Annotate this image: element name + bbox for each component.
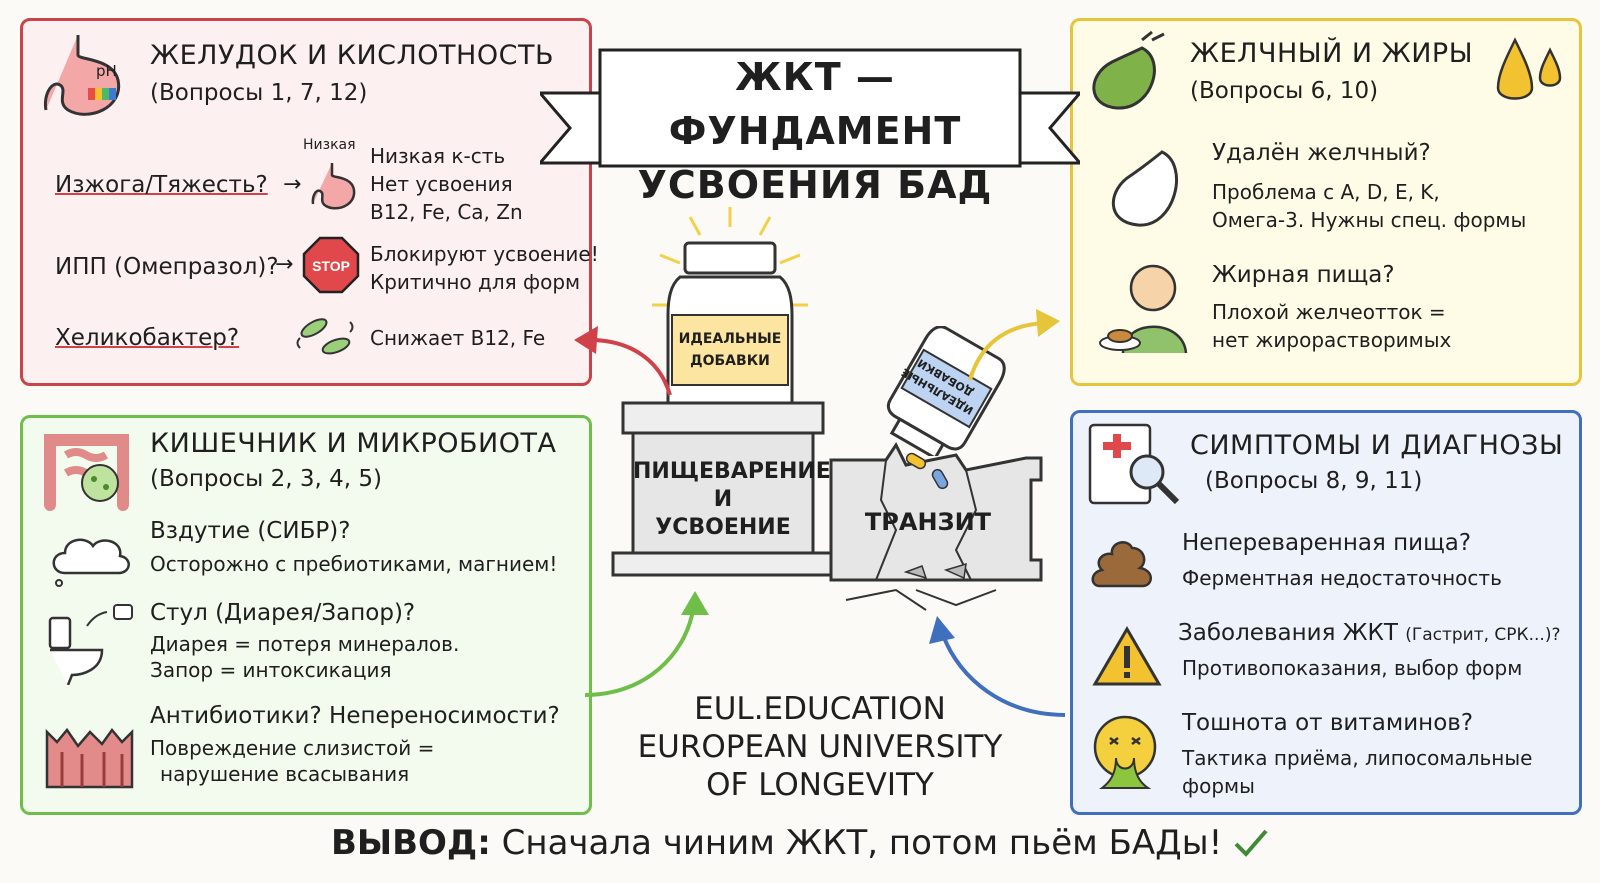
stomach-answer-2a: Блокируют усвоение! xyxy=(370,242,599,266)
gallbladder-answer-2a: Плохой желчеотток = xyxy=(1212,300,1446,324)
transit-label: ТРАНЗИТ xyxy=(864,508,992,536)
intestine-answer-3a: Повреждение слизистой = xyxy=(150,736,435,760)
stomach-answer-3: Снижает B12, Fe xyxy=(370,326,546,350)
warning-icon xyxy=(1092,626,1162,686)
intestine-subtitle: (Вопросы 2, 3, 4, 5) xyxy=(150,466,383,492)
arrow-to-stomach-icon xyxy=(574,326,672,396)
helicobacter-question: Хеликобактер? xyxy=(55,325,240,351)
gallbladder-answer-1b: Омега-3. Нужны спец. формы xyxy=(1212,208,1527,232)
toilet-icon xyxy=(48,604,133,685)
arrow-from-intestine-icon xyxy=(584,591,709,697)
fatty-food-question: Жирная пища? xyxy=(1212,262,1395,288)
conclusion: ВЫВОД: Сначала чиним ЖКТ, потом пьём БАД… xyxy=(0,823,1600,863)
eul-line-2: EUROPEAN UNIVERSITY xyxy=(637,729,1003,765)
ribbon-banner-icon xyxy=(540,48,1080,168)
banner-line-1: ЖКТ — ФУНДАМЕНТ xyxy=(668,55,962,153)
symptoms-answer-3a: Тактика приёма, липосомальные xyxy=(1182,746,1533,770)
conclusion-text: Сначала чиним ЖКТ, потом пьём БАДы! xyxy=(501,823,1223,863)
bacteria-icon xyxy=(296,318,354,355)
symptoms-answer-2: Противопоказания, выбор форм xyxy=(1182,656,1523,680)
banner-line-2: УСВОЕНИЯ БАД xyxy=(637,163,993,207)
pedestal-line-1: ПИЩЕВАРЕНИЕ xyxy=(633,459,831,484)
stop-text: STOP xyxy=(312,258,350,274)
cloud-icon xyxy=(52,538,130,587)
gallbladder-icon xyxy=(1092,30,1165,110)
heartburn-question: Изжога/Тяжесть? xyxy=(55,172,268,198)
poop-icon xyxy=(1091,541,1152,588)
stomach-icon xyxy=(43,35,121,116)
gi-disease-question-main: Заболевания ЖКТ xyxy=(1178,620,1398,646)
damaged-mucosa-icon xyxy=(45,727,134,789)
jar-label-line-1: ИДЕАЛЬНЫЕ xyxy=(678,331,782,347)
nauseous-face-icon xyxy=(1093,715,1157,789)
empty-gallbladder-icon xyxy=(1111,150,1178,227)
intestine-title: КИШЕЧНИК И МИКРОБИОТА xyxy=(150,428,557,459)
low-tag: Низкая xyxy=(303,137,356,153)
nausea-question: Тошнота от витаминов? xyxy=(1182,710,1474,736)
pedestal-line-3: УСВОЕНИЕ xyxy=(655,515,791,540)
intestine-icon xyxy=(44,434,129,511)
oil-drops-icon xyxy=(1496,37,1562,100)
ph-label: pH xyxy=(96,62,117,80)
arrow-icon: → xyxy=(283,172,302,197)
symptoms-answer-1: Ферментная недостаточность xyxy=(1182,566,1502,590)
stop-sign-icon: STOP xyxy=(302,236,360,294)
symptoms-subtitle: (Вопросы 8, 9, 11) xyxy=(1205,468,1423,494)
stomach-answer-1c: B12, Fe, Ca, Zn xyxy=(370,200,523,224)
eul-line-3: OF LONGEVITY xyxy=(706,767,934,803)
pedestal-label: ПИЩЕВАРЕНИЕ И УСВОЕНИЕ xyxy=(633,458,831,542)
eul-line-1: EUL.EDUCATION xyxy=(694,691,946,727)
jar-label: ИДЕАЛЬНЫЕ ДОБАВКИ xyxy=(672,328,788,372)
fallen-jar-icon xyxy=(886,326,1006,456)
eul-branding: EUL.EDUCATION EUROPEAN UNIVERSITY OF LON… xyxy=(620,690,1020,804)
stomach-answer-2b: Критично для форм xyxy=(370,270,581,294)
intestine-answer-2b: Запор = интоксикация xyxy=(150,658,392,682)
gi-disease-question: Заболевания ЖКТ (Гастрит, СРК...)? xyxy=(1178,620,1560,646)
gi-disease-question-examples: (Гастрит, СРК...)? xyxy=(1405,625,1561,645)
broken-pillar-icon xyxy=(829,442,1043,611)
banner-title: ЖКТ — ФУНДАМЕНТ УСВОЕНИЯ БАД xyxy=(620,50,1010,212)
bloating-question: Вздутие (СИБР)? xyxy=(150,518,351,544)
stool-question: Стул (Диарея/Запор)? xyxy=(150,600,416,626)
clipboard-magnifier-icon xyxy=(1088,423,1180,505)
pedestal-line-2: И xyxy=(713,487,733,512)
removed-gallbladder-question: Удалён желчный? xyxy=(1212,140,1431,166)
checkmark-icon xyxy=(1234,829,1268,857)
arrow-icon: → xyxy=(275,252,294,277)
small-stomach-icon xyxy=(311,163,356,210)
symptoms-title: СИМПТОМЫ И ДИАГНОЗЫ xyxy=(1190,430,1564,461)
gallbladder-answer-1a: Проблема с A, D, E, K, xyxy=(1212,180,1440,204)
stomach-title: ЖЕЛУДОК И КИСЛОТНОСТЬ xyxy=(150,40,554,71)
sick-person-icon xyxy=(1099,264,1188,354)
ppi-question: ИПП (Омепразол)? xyxy=(55,254,279,280)
arrow-from-symptoms-icon xyxy=(929,616,1066,717)
antibiotics-question: Антибиотики? Непереносимости? xyxy=(150,703,560,729)
capsules-icon xyxy=(905,452,949,490)
stomach-answer-1a: Низкая к-сть xyxy=(370,144,506,168)
gallbladder-answer-2b: нет жирорастворимых xyxy=(1212,328,1452,352)
arrow-to-gallbladder-icon xyxy=(968,309,1060,381)
intestine-answer-3b: нарушение всасывания xyxy=(160,762,410,786)
symptoms-answer-3b: формы xyxy=(1182,774,1255,798)
intestine-answer-2a: Диарея = потеря минералов. xyxy=(150,632,460,656)
stomach-answer-1b: Нет усвоения xyxy=(370,172,513,196)
conclusion-prefix: ВЫВОД: xyxy=(330,823,491,863)
jar-label-line-2: ДОБАВКИ xyxy=(690,353,770,369)
supplement-jar-icon xyxy=(652,207,808,427)
digestion-pedestal-icon xyxy=(611,401,835,577)
undigested-food-question: Непереваренная пища? xyxy=(1182,530,1472,556)
intestine-answer-1: Осторожно с пребиотиками, магнием! xyxy=(150,552,558,576)
gallbladder-title: ЖЕЛЧНЫЙ И ЖИРЫ xyxy=(1190,38,1474,69)
stomach-subtitle: (Вопросы 1, 7, 12) xyxy=(150,80,368,106)
gallbladder-subtitle: (Вопросы 6, 10) xyxy=(1190,78,1379,104)
